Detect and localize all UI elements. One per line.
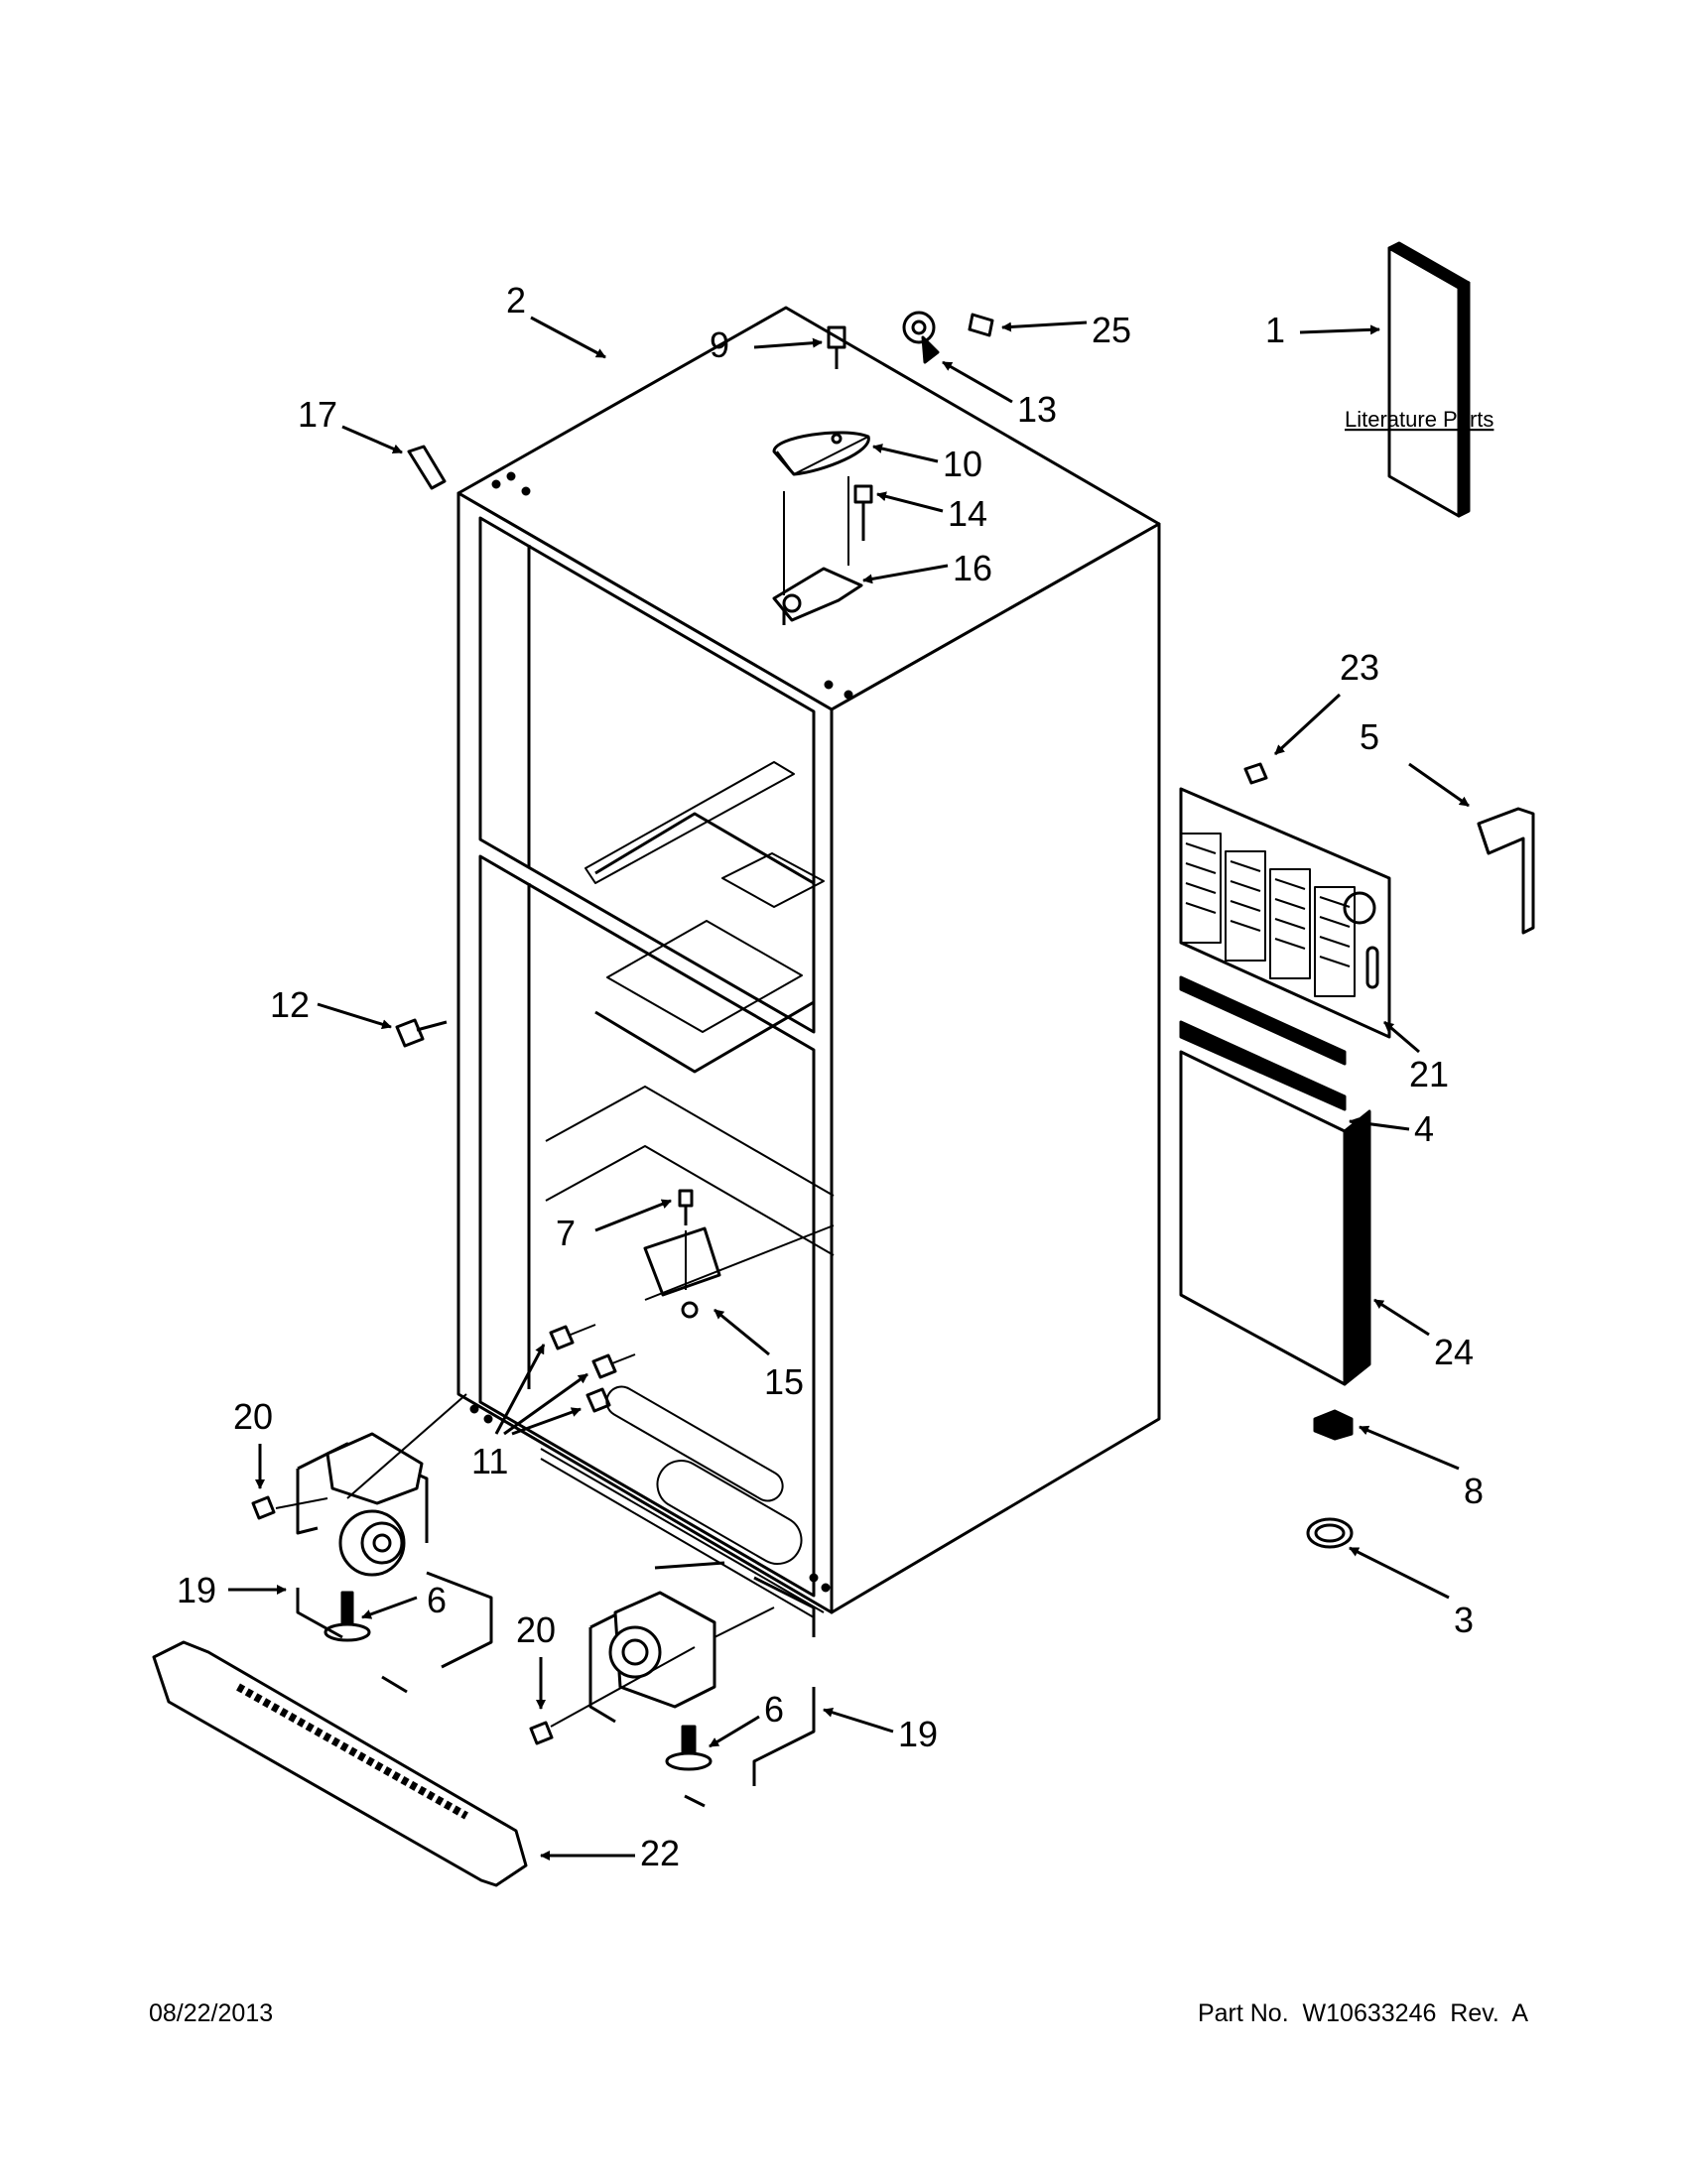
- callout-5: 5: [1360, 716, 1379, 757]
- leader-11a: [494, 1344, 546, 1435]
- leader-23: [1273, 693, 1342, 756]
- pin-17-part: [407, 445, 447, 490]
- callout-1: 1: [1265, 310, 1285, 350]
- callout-13: 13: [1017, 389, 1057, 430]
- callout-22: 22: [640, 1833, 680, 1873]
- callout-6a: 6: [427, 1580, 447, 1620]
- right-roller-assembly: [529, 1561, 816, 1808]
- bracket-5-part: [1477, 807, 1535, 935]
- leader-15: [714, 1308, 770, 1356]
- leader-19b: [823, 1707, 894, 1734]
- literature-book-icon: [1387, 241, 1471, 518]
- screws-11-part: [549, 1324, 636, 1413]
- leader-12: [317, 1002, 392, 1030]
- footer-part-number: Part No. W10633246 Rev. A: [1197, 1999, 1528, 2027]
- leader-16: [862, 564, 949, 584]
- leader-11b: [503, 1372, 588, 1436]
- strip-4-part: [1179, 975, 1347, 1066]
- callout-14: 14: [948, 493, 987, 534]
- leader-2: [530, 316, 606, 359]
- leader-24: [1373, 1298, 1430, 1337]
- literature-parts-label: Literature Parts: [1345, 407, 1493, 432]
- leader-6b: [709, 1715, 760, 1748]
- screw-7-part: [678, 1189, 694, 1290]
- top-hinge-assembly: [772, 311, 994, 625]
- callout-10: 10: [943, 444, 982, 484]
- leader-14: [876, 491, 944, 513]
- callout-16: 16: [953, 548, 992, 588]
- callout-19b: 19: [898, 1714, 938, 1754]
- callout-3: 3: [1454, 1600, 1474, 1640]
- callout-12: 12: [270, 984, 310, 1025]
- callout-6b: 6: [764, 1689, 784, 1730]
- leader-10: [872, 444, 939, 463]
- left-roller-assembly: [251, 1393, 493, 1694]
- service-panel-part: [1179, 762, 1391, 1039]
- leader-4: [1349, 1117, 1410, 1131]
- leader-7: [594, 1199, 672, 1232]
- leader-3: [1349, 1546, 1450, 1600]
- screw-12-part: [395, 1018, 448, 1048]
- callout-9: 9: [710, 324, 729, 365]
- leader-17: [341, 425, 403, 454]
- callout-24: 24: [1434, 1332, 1474, 1372]
- callout-15: 15: [764, 1361, 804, 1402]
- leader-6a: [361, 1596, 418, 1619]
- callout-7: 7: [556, 1213, 576, 1253]
- callout-20b: 20: [516, 1609, 556, 1650]
- footer-date: 08/22/2013: [149, 1999, 274, 2027]
- ring-3-part: [1306, 1517, 1354, 1549]
- hinge-15-part: [643, 1224, 835, 1319]
- callout-20a: 20: [233, 1396, 273, 1437]
- leader-8: [1359, 1425, 1460, 1471]
- callout-25: 25: [1092, 310, 1131, 350]
- leader-5: [1408, 762, 1470, 808]
- clip-8-part: [1313, 1409, 1354, 1441]
- callout-8: 8: [1464, 1471, 1484, 1511]
- leader-21: [1383, 1020, 1420, 1054]
- callout-17: 17: [298, 394, 337, 435]
- leader-11c: [511, 1407, 582, 1436]
- callout-11: 11: [471, 1441, 508, 1481]
- leader-25: [1001, 321, 1088, 332]
- callout-21: 21: [1409, 1054, 1449, 1094]
- callout-4: 4: [1414, 1108, 1434, 1149]
- callout-23: 23: [1340, 647, 1379, 688]
- kickplate-grille-part: [152, 1640, 528, 1887]
- callout-2: 2: [506, 280, 526, 321]
- strip-4b-part: [1179, 1020, 1347, 1111]
- callout-19a: 19: [177, 1570, 216, 1610]
- leader-9: [753, 337, 823, 349]
- leader-1: [1299, 324, 1380, 335]
- leader-13: [942, 360, 1013, 404]
- cabinet: [456, 306, 1161, 1618]
- panel-24-part: [1179, 1050, 1371, 1386]
